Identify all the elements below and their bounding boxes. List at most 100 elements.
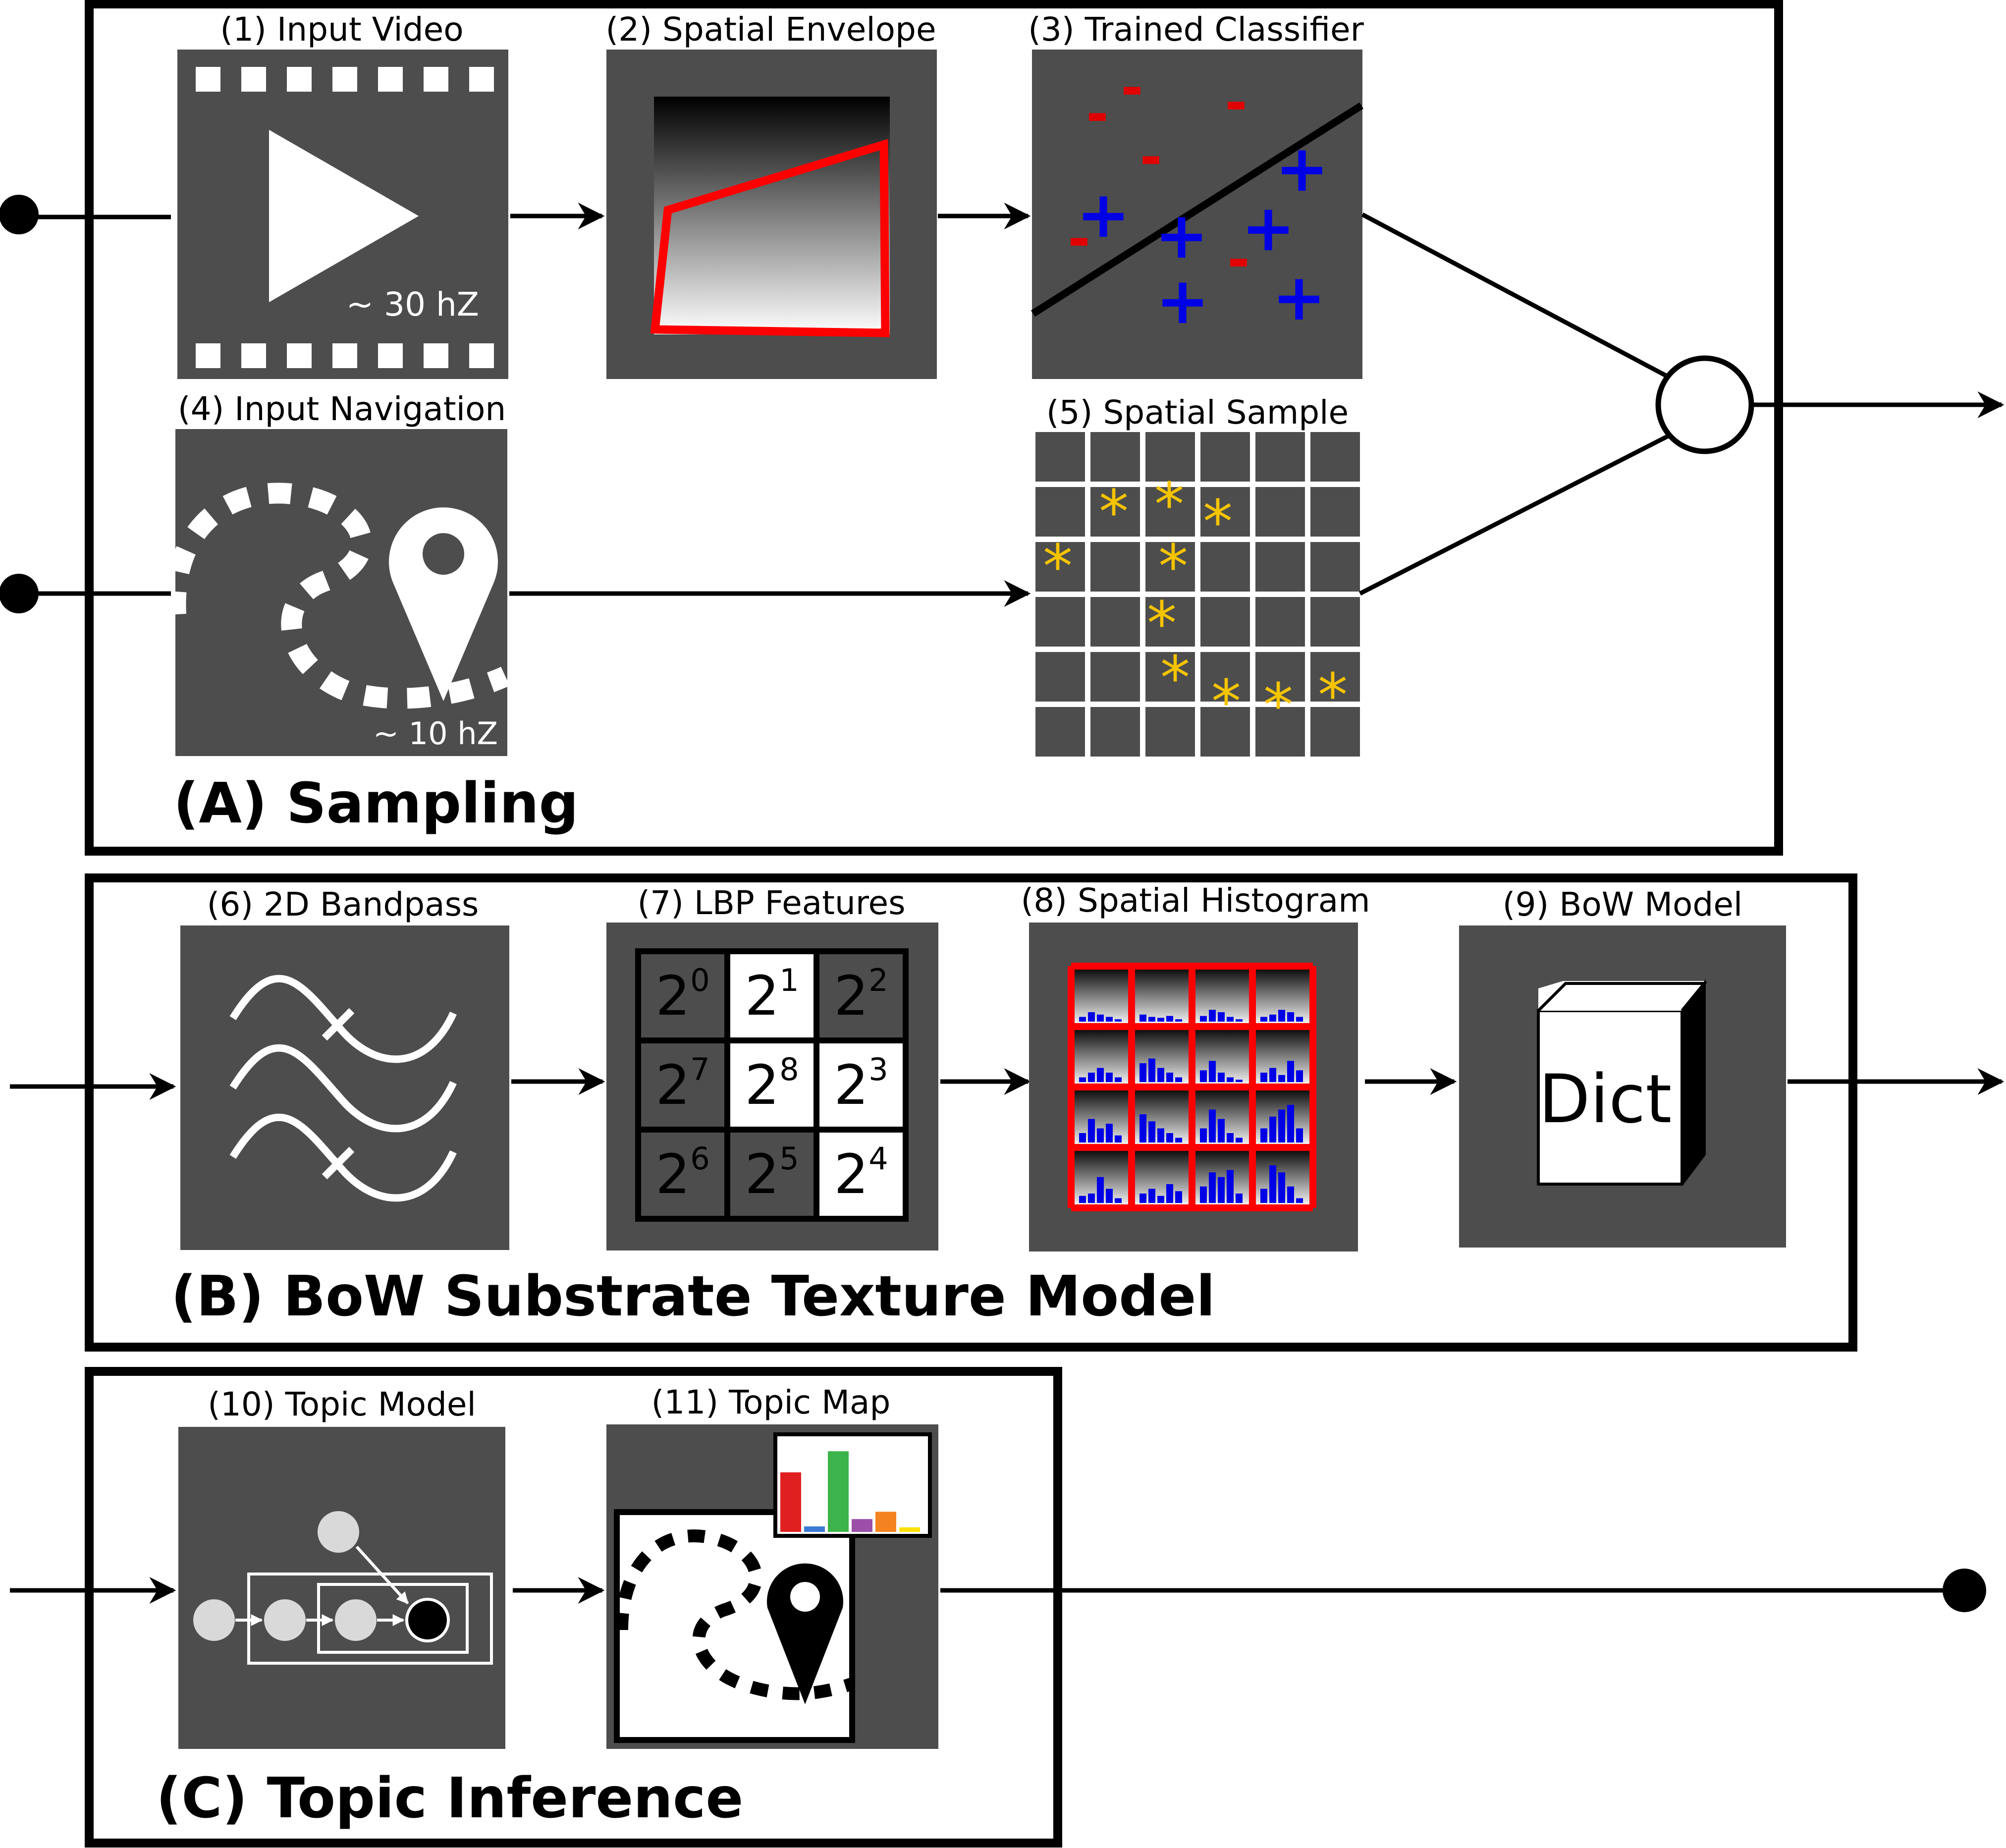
lbp-cell <box>813 1037 909 1133</box>
spatial-sample-cell <box>1200 652 1250 702</box>
histogram-bar <box>1236 1080 1243 1082</box>
histogram-bar <box>1260 1073 1267 1082</box>
histogram-bar <box>1296 1070 1303 1082</box>
spatial-sample-cell <box>1255 432 1305 482</box>
histogram-bar <box>1097 1068 1104 1082</box>
histogram-bar <box>1269 1116 1276 1142</box>
film-sprocket-hole <box>424 343 448 368</box>
lbp-cell <box>813 1127 909 1222</box>
negative-samples: ------ <box>1068 56 1250 291</box>
histogram-bar <box>1115 1135 1122 1142</box>
histogram-bar <box>1115 1077 1122 1082</box>
histogram-bar <box>1227 1017 1234 1022</box>
section-topic-title: (C) Topic Inference <box>156 1766 743 1831</box>
spatial-sample-marker: * <box>1318 661 1348 730</box>
spatial-sample-cell <box>1145 487 1195 537</box>
histogram-bar <box>1260 1128 1267 1142</box>
lbp-cell-value: 27 <box>655 1051 709 1117</box>
histogram-bar <box>1209 1172 1216 1203</box>
film-sprocket-hole <box>196 67 220 92</box>
histogram-bar <box>1200 1016 1207 1022</box>
histogram-bar <box>1139 1194 1146 1203</box>
navigation-rate-text: ~ 10 hZ <box>373 715 498 752</box>
film-sprocket-hole <box>241 67 266 92</box>
spatial-sample-marker: * <box>1099 478 1129 547</box>
graphical-model-icon <box>193 1511 493 1665</box>
lbp-cell <box>635 1127 730 1222</box>
film-sprocket-hole <box>287 67 312 92</box>
spatial-sample-marker: * <box>1154 471 1184 540</box>
histogram-bar <box>1157 1196 1164 1203</box>
histogram-bar <box>1287 1012 1294 1022</box>
sample-to-fusion-line <box>1358 432 1674 596</box>
topic-bar <box>875 1512 896 1532</box>
spatial-sample-cell <box>1090 707 1140 757</box>
histogram-bar <box>1269 1068 1276 1082</box>
histogram-bar <box>1236 1194 1243 1203</box>
panel-input-video: (1) Input Video ~ 30 hZ <box>177 10 508 379</box>
histogram-bar <box>1287 1186 1294 1203</box>
topic-bar <box>780 1472 801 1532</box>
panel-input-navigation: (4) Input Navigation ~ 10 hZ <box>175 390 507 756</box>
spatial-sample-cell <box>1090 542 1140 592</box>
positive-samples: ++++++ <box>1077 131 1329 338</box>
lbp-cell-value: 24 <box>834 1141 888 1206</box>
spatial-sample-cell <box>1145 542 1195 592</box>
histogram-bar <box>1296 1198 1303 1203</box>
panel-spatial-sample-label: (5) Spatial Sample <box>1046 393 1349 432</box>
histogram-bar <box>1115 1019 1122 1022</box>
panel-topic-model-label: (10) Topic Model <box>208 1385 476 1423</box>
histogram-bar <box>1166 1073 1173 1082</box>
film-sprockets-top <box>196 67 494 92</box>
histogram-bar <box>1106 1189 1113 1203</box>
topic-map-track <box>617 1529 852 1700</box>
play-icon <box>269 130 419 302</box>
negative-sample-marker: - <box>1068 207 1090 271</box>
panel-spatial-envelope-label: (2) Spatial Envelope <box>605 10 936 49</box>
location-pin-icon <box>389 507 498 701</box>
histogram-bar <box>1166 1133 1173 1142</box>
histogram-bar <box>1079 1077 1086 1082</box>
spatial-sample-marker: * <box>1160 644 1190 713</box>
panel-lbp-label: (7) LBP Features <box>637 884 905 922</box>
spatial-sample-cell <box>1035 597 1085 647</box>
histogram-bar <box>1218 1177 1225 1203</box>
location-pin-icon <box>767 1563 844 1704</box>
lbp-cell <box>813 948 909 1043</box>
histogram-bar <box>1148 1058 1155 1082</box>
histogram-bar <box>1227 1077 1234 1082</box>
histogram-bar <box>1166 1184 1173 1203</box>
histogram-bar <box>1088 1119 1095 1142</box>
video-rate-text: ~ 30 hZ <box>346 285 479 324</box>
film-sprocket-hole <box>332 343 357 368</box>
negative-sample-marker: - <box>1086 82 1109 146</box>
spatial-sample-cell <box>1200 542 1250 592</box>
spatial-sample-cell <box>1255 542 1305 592</box>
panel-bow-model: (9) BoW Model Dict <box>1459 885 1786 1248</box>
histogram-bar <box>1218 1073 1225 1082</box>
histogram-bar <box>1079 1017 1086 1022</box>
histogram-bar <box>1097 1177 1104 1203</box>
histogram-bar <box>1088 1012 1095 1022</box>
histogram-bar <box>1269 1014 1276 1022</box>
histogram-bar <box>1148 1017 1155 1022</box>
spatial-sample-cell <box>1310 597 1360 647</box>
histogram-bar <box>1278 1172 1285 1203</box>
section-sampling-title: (A) Sampling <box>173 771 579 836</box>
positive-sample-marker: + <box>1077 177 1131 252</box>
spatial-sample-marker: * <box>1203 488 1233 557</box>
histogram-bar <box>1260 1017 1267 1022</box>
spatial-sample-cell <box>1145 652 1195 702</box>
histogram-bar <box>1139 1114 1146 1142</box>
histogram-bar <box>1278 1010 1285 1022</box>
histogram-bar <box>1079 1133 1086 1142</box>
classifier-to-fusion-line <box>1361 213 1671 380</box>
histogram-bar <box>1218 1119 1225 1142</box>
book-text: Dict <box>1539 1060 1672 1138</box>
positive-sample-marker: + <box>1242 190 1296 266</box>
positive-sample-marker: + <box>1155 198 1209 273</box>
film-sprocket-hole <box>332 67 357 92</box>
fusion-node <box>1655 355 1754 454</box>
